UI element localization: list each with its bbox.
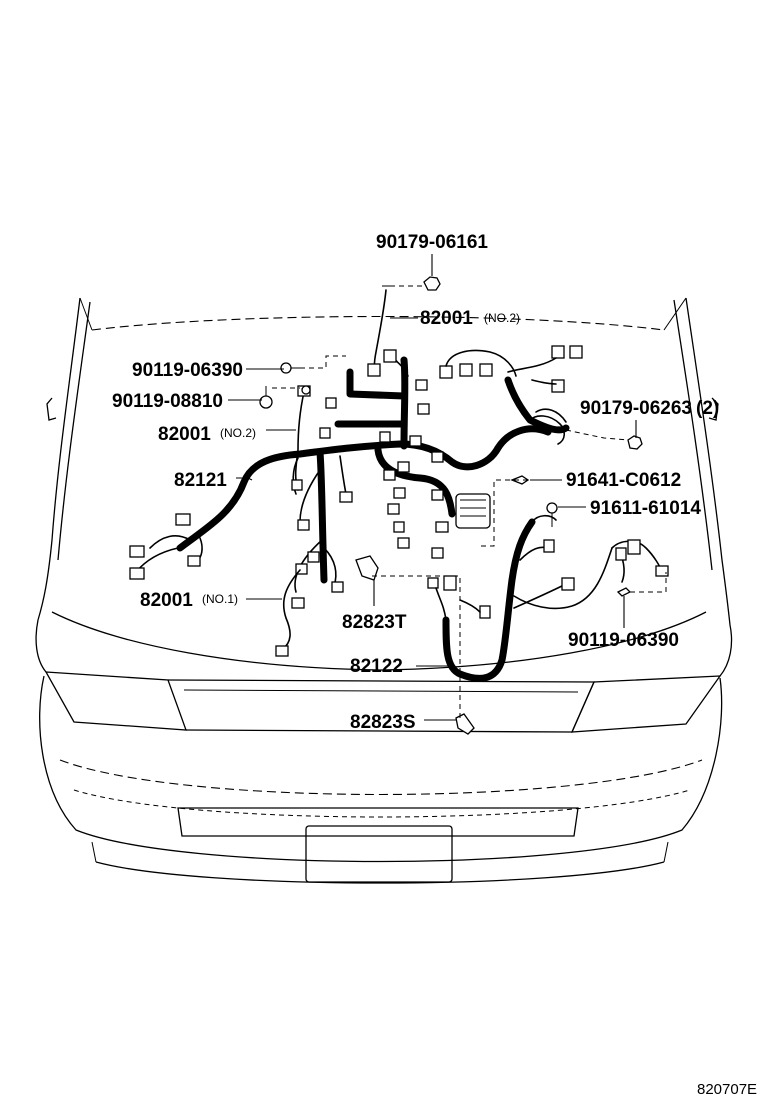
harness-82122: [427, 514, 669, 682]
callout-c6-note: (2): [696, 398, 719, 419]
diagram-code: 820707E: [697, 1081, 757, 1098]
callout-c7: 82121: [174, 470, 227, 491]
callout-c2-note: (NO.2): [484, 311, 520, 325]
callout-c8: 91641-C0612: [566, 470, 681, 491]
leader-lines: [228, 254, 637, 721]
callout-c12: 90119-06390: [568, 630, 679, 651]
callout-c6: 90179-06263: [580, 398, 692, 419]
callout-c5-note: (NO.2): [220, 426, 256, 440]
harness-82121: [129, 345, 583, 593]
vehicle-outline: [35, 297, 733, 884]
callout-labels: 90179-06161 82001 (NO.2) 90119-06390 901…: [112, 232, 757, 1098]
callout-c5: 82001: [158, 424, 211, 445]
callout-c9: 91611-61014: [590, 498, 701, 519]
callout-c14: 82823S: [350, 712, 416, 733]
callout-c13: 82122: [350, 656, 403, 677]
callout-c10-note: (NO.1): [202, 592, 238, 606]
hardware: [259, 276, 643, 735]
callout-c4: 90119-08810: [112, 391, 223, 412]
callout-c11: 82823T: [342, 612, 407, 633]
callout-c2: 82001: [420, 308, 473, 329]
callout-c10: 82001: [140, 590, 193, 611]
callout-c1: 90179-06161: [376, 232, 488, 253]
reference-lines: [272, 285, 667, 720]
callout-c3: 90119-06390: [132, 360, 243, 381]
